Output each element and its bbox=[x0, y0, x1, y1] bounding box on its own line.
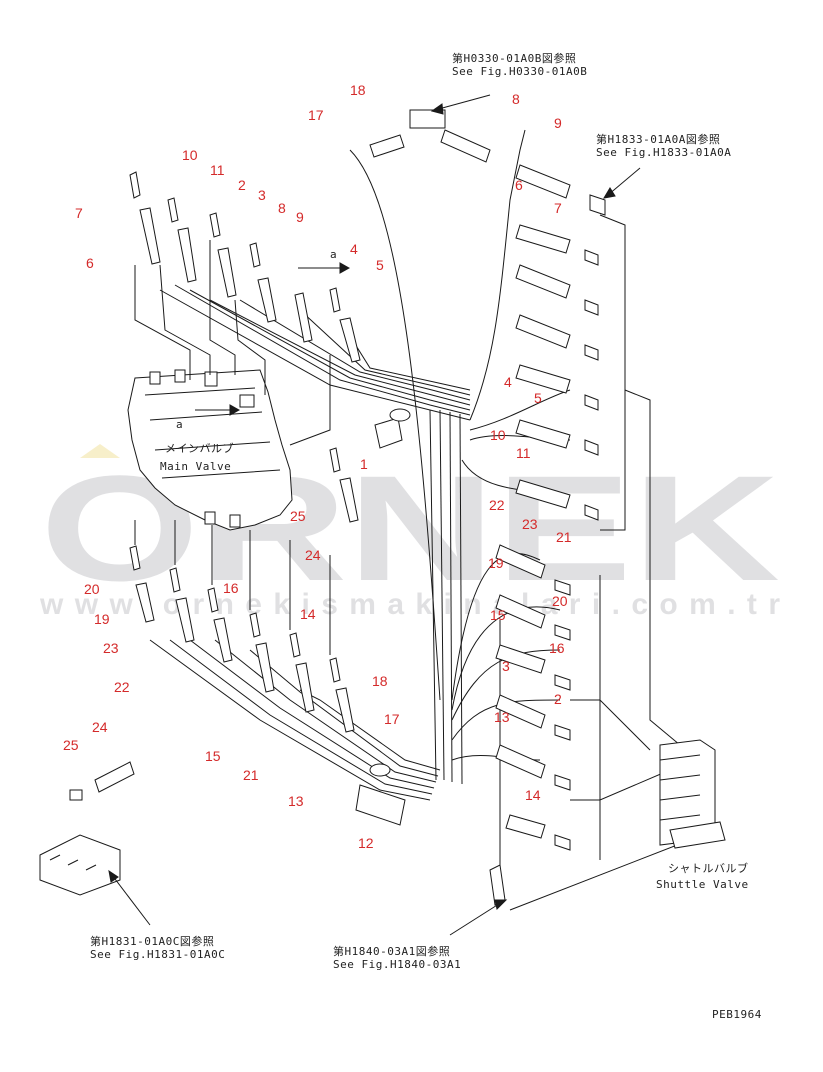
hose-bundle bbox=[149, 129, 571, 870]
reference-right-jp: 第H1833-01A0A図参照 bbox=[596, 133, 721, 146]
part-number: 22 bbox=[114, 679, 130, 695]
reference-top-jp: 第H0330-01A0B図参照 bbox=[452, 52, 577, 65]
part-number: 21 bbox=[243, 767, 259, 783]
shuttle-valve-label-jp: シャトルバルブ bbox=[668, 861, 749, 875]
part-number: 14 bbox=[300, 606, 316, 622]
detail-marker-a: a bbox=[176, 418, 183, 431]
part-number: 24 bbox=[305, 547, 321, 563]
part-number: 22 bbox=[489, 497, 505, 513]
part-number: 5 bbox=[534, 390, 542, 406]
part-number: 13 bbox=[288, 793, 304, 809]
part-number: 25 bbox=[290, 508, 306, 524]
main-valve-label-en: Main Valve bbox=[160, 460, 231, 473]
part-number: 17 bbox=[308, 107, 324, 123]
part-number: 17 bbox=[384, 711, 400, 727]
part-number: 10 bbox=[490, 427, 506, 443]
part-number: 24 bbox=[92, 719, 108, 735]
shuttle-valve-label-en: Shuttle Valve bbox=[656, 878, 749, 891]
part-number: 4 bbox=[350, 241, 358, 257]
part-number: 16 bbox=[549, 640, 565, 656]
part-number-labels: 18 17 8 9 6 7 10 11 2 3 8 9 7 6 4 5 1 4 … bbox=[63, 82, 572, 851]
part-number: 21 bbox=[556, 529, 572, 545]
part-number: 12 bbox=[358, 835, 374, 851]
part-number: 8 bbox=[512, 91, 520, 107]
part-number: 8 bbox=[278, 200, 286, 216]
part-number: 10 bbox=[182, 147, 198, 163]
clamps bbox=[355, 408, 411, 826]
main-valve-label-jp: メインバルブ bbox=[165, 441, 234, 455]
hose-fittings bbox=[94, 109, 606, 906]
part-number: 3 bbox=[258, 187, 266, 203]
part-number: 2 bbox=[554, 691, 562, 707]
part-number: 2 bbox=[238, 177, 246, 193]
part-number: 18 bbox=[350, 82, 366, 98]
part-number: 25 bbox=[63, 737, 79, 753]
part-number: 9 bbox=[296, 209, 304, 225]
part-number: 18 bbox=[372, 673, 388, 689]
reference-bottom-left-jp: 第H1831-01A0C図参照 bbox=[90, 935, 215, 948]
reference-bottom-left: 第H1831-01A0C図参照 See Fig.H1831-01A0C bbox=[90, 935, 225, 961]
part-number: 23 bbox=[103, 640, 119, 656]
bottom-left-block bbox=[39, 789, 121, 896]
reference-bottom-center: 第H1840-03A1図参照 See Fig.H1840-03A1 bbox=[333, 945, 461, 971]
part-number: 11 bbox=[516, 445, 531, 461]
part-number: 6 bbox=[515, 177, 523, 193]
drawing-code: PEB1964 bbox=[712, 1008, 762, 1021]
part-number: 7 bbox=[554, 200, 562, 216]
part-number: 7 bbox=[75, 205, 83, 221]
part-number: 14 bbox=[525, 787, 541, 803]
detail-marker-a: a bbox=[330, 248, 337, 261]
part-number: 3 bbox=[502, 658, 510, 674]
part-number: 20 bbox=[84, 581, 100, 597]
part-number: 19 bbox=[488, 555, 504, 571]
shuttle-valve-drawing bbox=[659, 739, 726, 849]
part-number: 16 bbox=[223, 580, 239, 596]
part-number: 15 bbox=[205, 748, 221, 764]
main-valve-drawing bbox=[127, 369, 293, 531]
reference-right-en: See Fig.H1833-01A0A bbox=[596, 146, 732, 159]
part-number: 1 bbox=[360, 456, 368, 472]
part-number: 13 bbox=[494, 709, 510, 725]
reference-bottom-center-jp: 第H1840-03A1図参照 bbox=[333, 945, 451, 958]
part-number: 11 bbox=[210, 162, 225, 178]
part-number: 19 bbox=[94, 611, 110, 627]
reference-bottom-center-en: See Fig.H1840-03A1 bbox=[333, 958, 462, 971]
part-number: 5 bbox=[376, 257, 384, 273]
reference-top-en: See Fig.H0330-01A0B bbox=[452, 65, 588, 78]
reference-top: 第H0330-01A0B図参照 See Fig.H0330-01A0B bbox=[452, 52, 587, 78]
connection-lines bbox=[134, 214, 691, 911]
part-number: 23 bbox=[522, 516, 538, 532]
part-number: 20 bbox=[552, 593, 568, 609]
part-number: 15 bbox=[490, 607, 506, 623]
part-number: 6 bbox=[86, 255, 94, 271]
reference-right: 第H1833-01A0A図参照 See Fig.H1833-01A0A bbox=[596, 133, 731, 159]
reference-arrows bbox=[108, 94, 641, 936]
reference-bottom-left-en: See Fig.H1831-01A0C bbox=[90, 948, 226, 961]
part-number: 4 bbox=[504, 374, 512, 390]
part-number: 9 bbox=[554, 115, 562, 131]
